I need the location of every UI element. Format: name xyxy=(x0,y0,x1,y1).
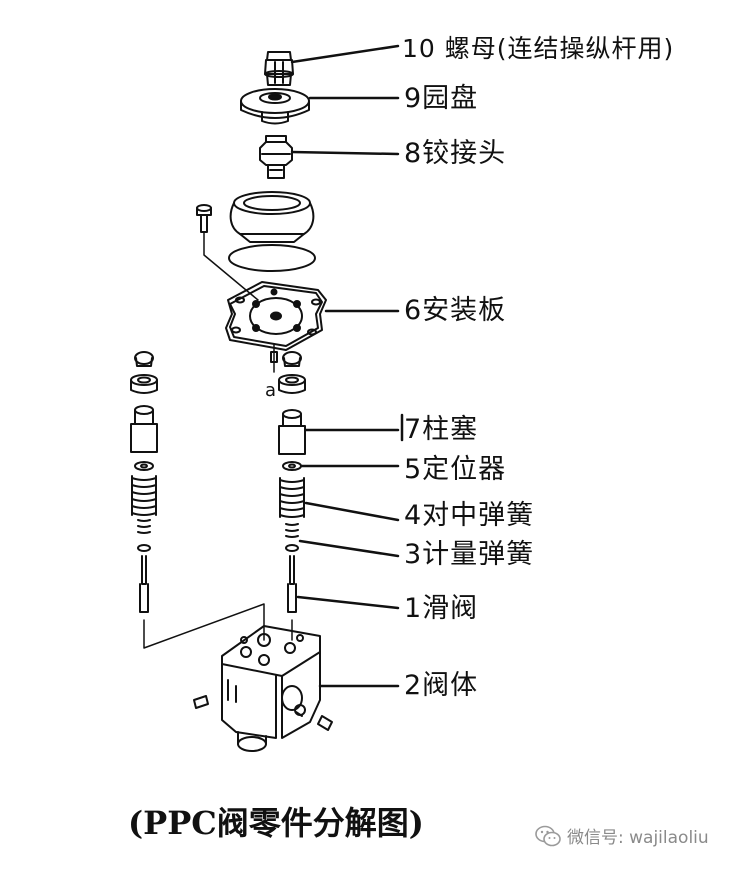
callout-plate: 6安装板 xyxy=(404,295,507,326)
part-pin-a xyxy=(270,343,278,373)
part-valve-body xyxy=(221,625,321,752)
part-disc xyxy=(240,88,310,125)
part-boot xyxy=(229,191,315,243)
part-plate xyxy=(225,281,327,351)
part-nut xyxy=(264,51,294,86)
left-stack xyxy=(130,351,158,613)
callout-centering-spring: 4对中弹簧 xyxy=(404,500,535,531)
part-o-ring xyxy=(228,244,316,272)
part-plugs xyxy=(193,695,333,731)
marker-a: a xyxy=(265,380,276,401)
wechat-icon xyxy=(535,825,561,846)
callout-body: 2阀体 xyxy=(404,670,479,701)
callout-metering-spring: 3计量弹簧 xyxy=(404,539,535,570)
part-joint xyxy=(259,135,293,179)
callout-disc: 9园盘 xyxy=(404,83,479,114)
right-stack xyxy=(278,351,306,613)
callout-nut: 10 螺母(连结操纵杆用) xyxy=(402,34,675,63)
leader-lines xyxy=(290,44,404,688)
watermark: 微信号: wajilaoliu xyxy=(535,823,709,848)
watermark-text: 微信号: wajilaoliu xyxy=(567,828,709,848)
callout-spool: 1滑阀 xyxy=(404,593,479,624)
figure-caption: (PPC阀零件分解图) xyxy=(128,804,424,842)
callout-retainer: 5定位器 xyxy=(404,454,507,485)
callout-joint: 8铰接头 xyxy=(404,138,507,169)
part-bolt xyxy=(196,204,259,301)
callout-piston: 7柱塞 xyxy=(404,414,479,445)
